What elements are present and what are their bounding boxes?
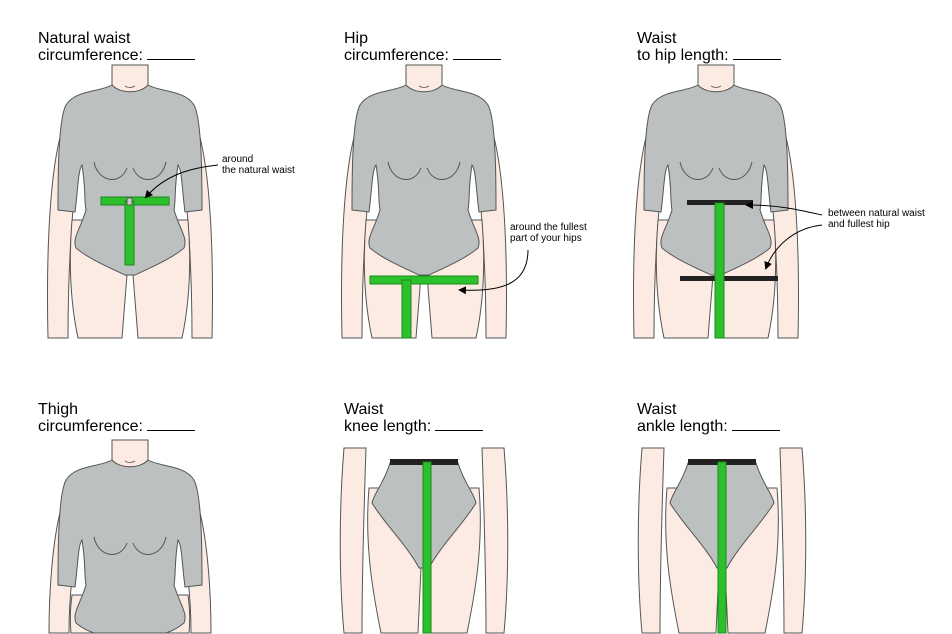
- title-natural-waist: Natural waist circumference:: [38, 30, 195, 64]
- measuring-tape-knee: [422, 461, 432, 634]
- answer-blank[interactable]: [435, 418, 484, 431]
- title-line: Waist: [637, 401, 677, 418]
- note-line: between natural waist: [828, 208, 925, 219]
- arrow-icon: [144, 164, 219, 199]
- note-natural-waist: around the natural waist: [222, 154, 295, 176]
- note-line: the natural waist: [222, 165, 295, 176]
- note-line: and fullest hip: [828, 219, 890, 230]
- title-line: Thigh: [38, 401, 79, 418]
- title-line: circumference:: [38, 47, 143, 64]
- title-line: to hip length:: [637, 47, 729, 64]
- answer-blank[interactable]: [731, 418, 780, 431]
- title-thigh: Thigh circumference:: [38, 401, 195, 435]
- title-line: Waist: [344, 401, 384, 418]
- answer-blank[interactable]: [452, 47, 501, 60]
- note-line: part of your hips: [510, 233, 582, 244]
- title-line: Natural waist: [38, 30, 131, 47]
- answer-blank[interactable]: [732, 47, 781, 60]
- arrow-icon: [745, 201, 823, 216]
- title-line: ankle length:: [637, 418, 728, 435]
- measuring-tape-hip: [369, 275, 479, 339]
- note-line: around the fullest: [510, 222, 587, 233]
- note-hip: around the fullest part of your hips: [510, 222, 587, 244]
- answer-blank[interactable]: [146, 418, 195, 431]
- title-line: Waist: [637, 30, 677, 47]
- answer-blank[interactable]: [146, 47, 195, 60]
- title-waist-hip: Waist to hip length:: [637, 30, 781, 64]
- title-ankle: Waist ankle length:: [637, 401, 780, 435]
- measuring-tape-waist: [100, 196, 170, 266]
- arrow-icon: [458, 249, 529, 295]
- title-knee: Waist knee length:: [344, 401, 484, 435]
- arrow-icon: [764, 224, 823, 270]
- measuring-tape-ankle: [717, 461, 727, 634]
- note-waist-hip: between natural waist and fullest hip: [828, 208, 925, 230]
- body-figure-hip: [341, 64, 507, 339]
- note-line: around: [222, 154, 254, 165]
- body-figure-thigh: [48, 439, 212, 634]
- title-line: knee length:: [344, 418, 432, 435]
- title-line: Hip: [344, 30, 369, 47]
- title-line: circumference:: [38, 418, 143, 435]
- title-line: circumference:: [344, 47, 449, 64]
- measuring-tape-waist-hip: [680, 200, 778, 339]
- title-hip: Hip circumference:: [344, 30, 501, 64]
